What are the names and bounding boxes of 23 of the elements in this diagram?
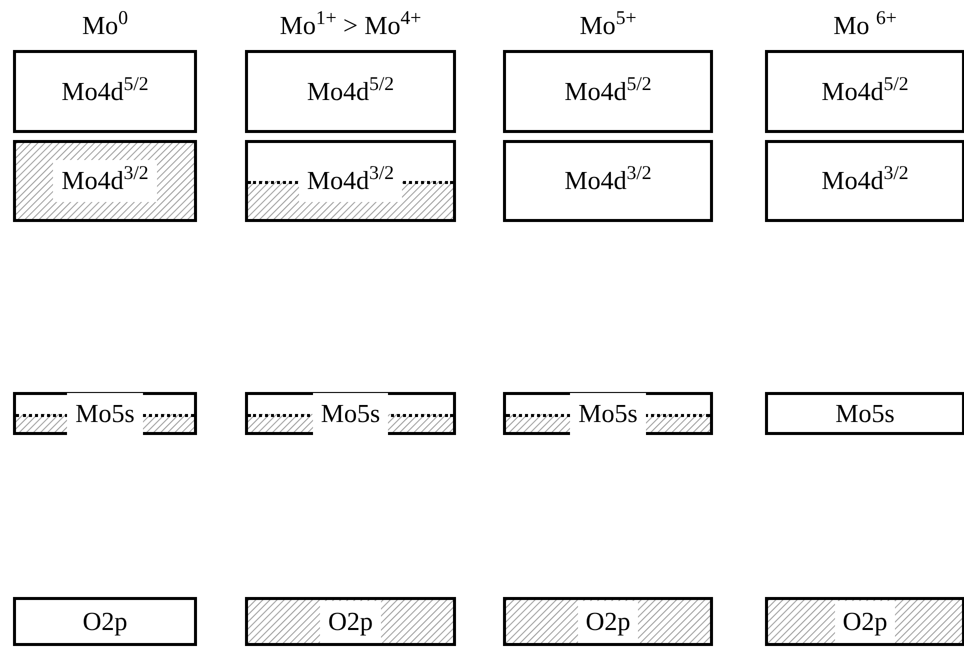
band-label: Mo4d$^{3/2}$ bbox=[53, 160, 157, 202]
band-label: O2p bbox=[320, 600, 381, 642]
oxidation-state-heading: Mo$^{0}$ bbox=[82, 8, 128, 42]
band-label: Mo5s bbox=[67, 392, 143, 434]
band-label: O2p bbox=[578, 600, 638, 642]
energy-band-box bbox=[765, 140, 964, 222]
energy-band-box bbox=[245, 392, 456, 435]
band-label: Mo5s bbox=[312, 392, 388, 434]
energy-band-box bbox=[503, 140, 713, 222]
oxidation-state-heading: Mo$^{1+}$ > Mo$^{4+}$ bbox=[280, 8, 422, 42]
energy-band-box bbox=[245, 50, 456, 133]
oxidation-state-heading: Mo $^{6+}$ bbox=[833, 8, 897, 42]
energy-band-box bbox=[13, 50, 197, 133]
oxidation-state-heading: Mo$^{5+}$ bbox=[580, 8, 636, 42]
energy-band-box bbox=[13, 392, 197, 435]
energy-band-box bbox=[503, 50, 713, 133]
band-label: Mo5s bbox=[570, 392, 646, 434]
band-label: O2p bbox=[834, 600, 896, 642]
energy-band-box bbox=[13, 597, 197, 646]
energy-band-box bbox=[245, 140, 456, 222]
energy-band-box bbox=[765, 50, 964, 133]
energy-band-box bbox=[765, 392, 964, 435]
energy-band-box bbox=[503, 392, 713, 435]
